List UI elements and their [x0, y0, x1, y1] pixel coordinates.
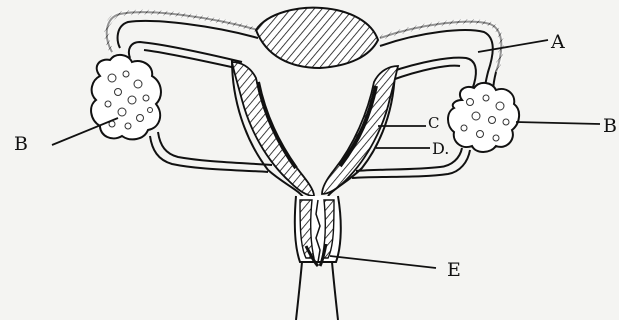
label-e-leader	[330, 256, 436, 268]
cervix	[295, 196, 341, 266]
label-b-right-leader	[516, 122, 600, 124]
uterus-fundus	[256, 8, 378, 68]
right-ovarian-ligament	[352, 148, 470, 178]
right-ovary	[448, 83, 519, 152]
label-c: C	[428, 114, 439, 132]
left-ovarian-ligament	[150, 132, 272, 172]
vagina	[296, 262, 338, 320]
label-a-leader	[478, 40, 548, 52]
label-b-right: B	[603, 115, 617, 137]
label-e: E	[447, 259, 461, 281]
label-d: D.	[432, 139, 449, 158]
label-a: A	[550, 31, 565, 53]
left-ovary	[91, 55, 161, 139]
label-b-left: B	[14, 133, 28, 155]
